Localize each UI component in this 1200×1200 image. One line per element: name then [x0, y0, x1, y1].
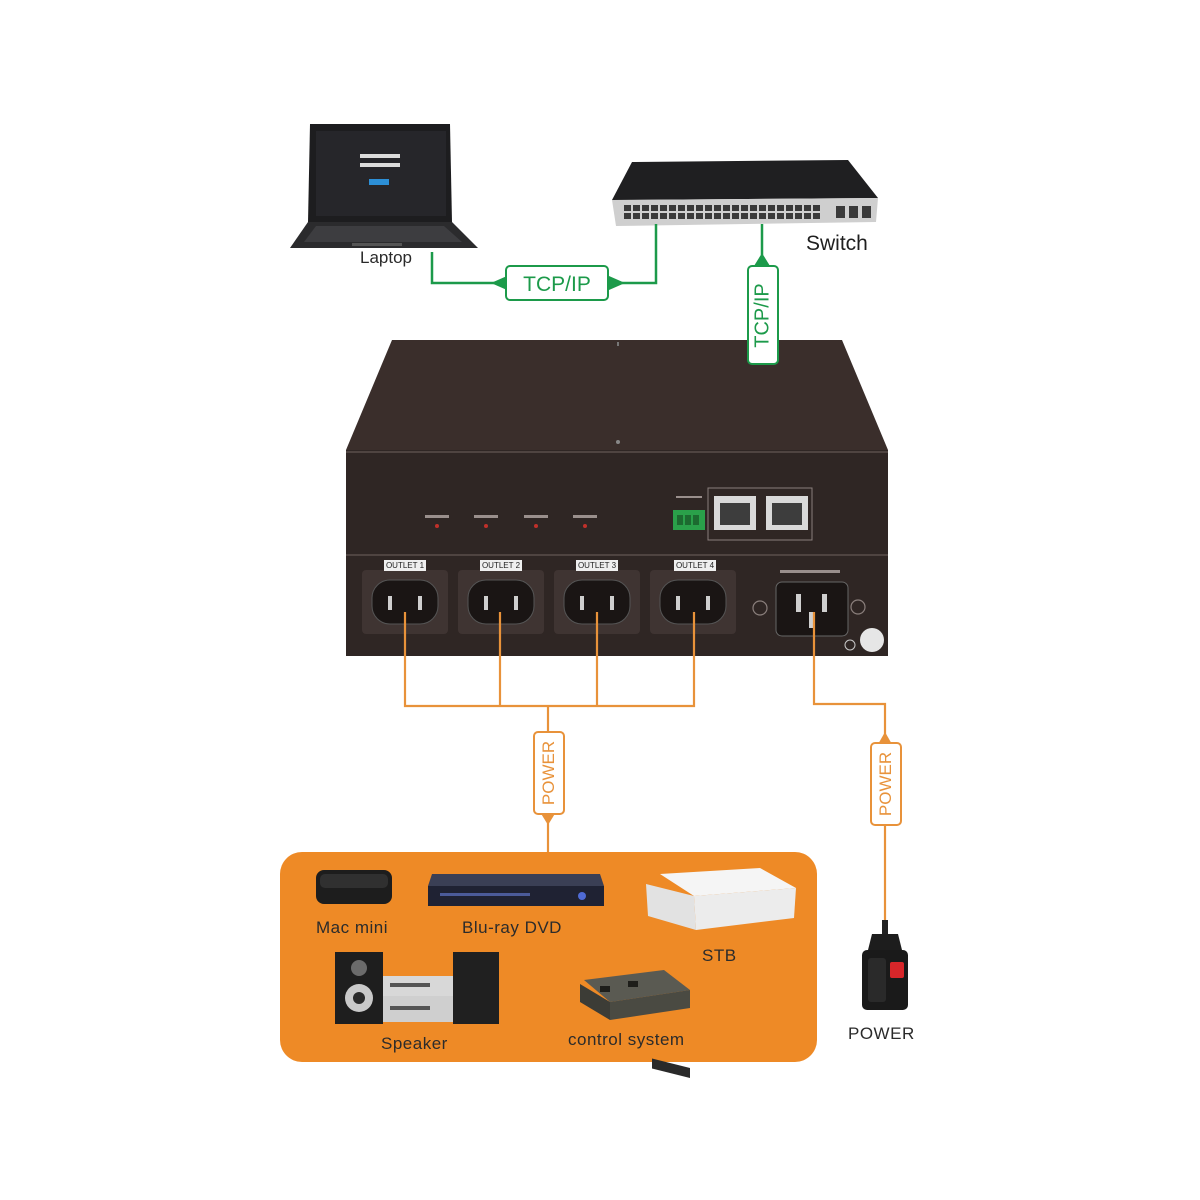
- tcpip-tag-vertical: TCP/IP: [747, 265, 779, 365]
- control-system-label: control system: [568, 1030, 685, 1049]
- tcpip-tag-vertical-text: TCP/IP: [751, 282, 774, 348]
- power-tag-outlets: POWER: [533, 731, 565, 815]
- control-system-icon: [580, 970, 690, 1020]
- stb-icon: [646, 868, 796, 1079]
- power-tag-input-text: POWER: [876, 751, 896, 817]
- power-tag-outlets-text: POWER: [539, 740, 559, 806]
- power-lines: [403, 612, 887, 922]
- pdu-device: [346, 340, 888, 656]
- power-plug-icon: [862, 920, 908, 1010]
- outlet-label-2: OUTLET 2: [480, 560, 522, 571]
- tcpip-tag-horizontal: TCP/IP: [505, 265, 609, 301]
- power-tag-input: POWER: [870, 742, 902, 826]
- mac-mini-label: Mac mini: [316, 918, 389, 937]
- power-plug-label: POWER: [848, 1024, 915, 1043]
- power-arrowheads: [540, 732, 893, 825]
- speaker-label: Speaker: [381, 1034, 448, 1053]
- laptop-icon: [290, 124, 478, 248]
- speaker-icon: [335, 952, 499, 1024]
- outlet-label-3: OUTLET 3: [576, 560, 618, 571]
- outlet-sockets: [362, 570, 736, 634]
- outlet-label-4: OUTLET 4: [674, 560, 716, 571]
- outlet-label-1: OUTLET 1: [384, 560, 426, 571]
- switch-label: Switch: [806, 232, 868, 255]
- bluray-label: Blu-ray DVD: [462, 918, 562, 937]
- laptop-label: Laptop: [360, 248, 412, 267]
- bluray-player-icon: [428, 874, 604, 906]
- switch-icon: [612, 160, 878, 226]
- mac-mini-icon: [316, 870, 392, 904]
- stb-label: STB: [702, 946, 737, 965]
